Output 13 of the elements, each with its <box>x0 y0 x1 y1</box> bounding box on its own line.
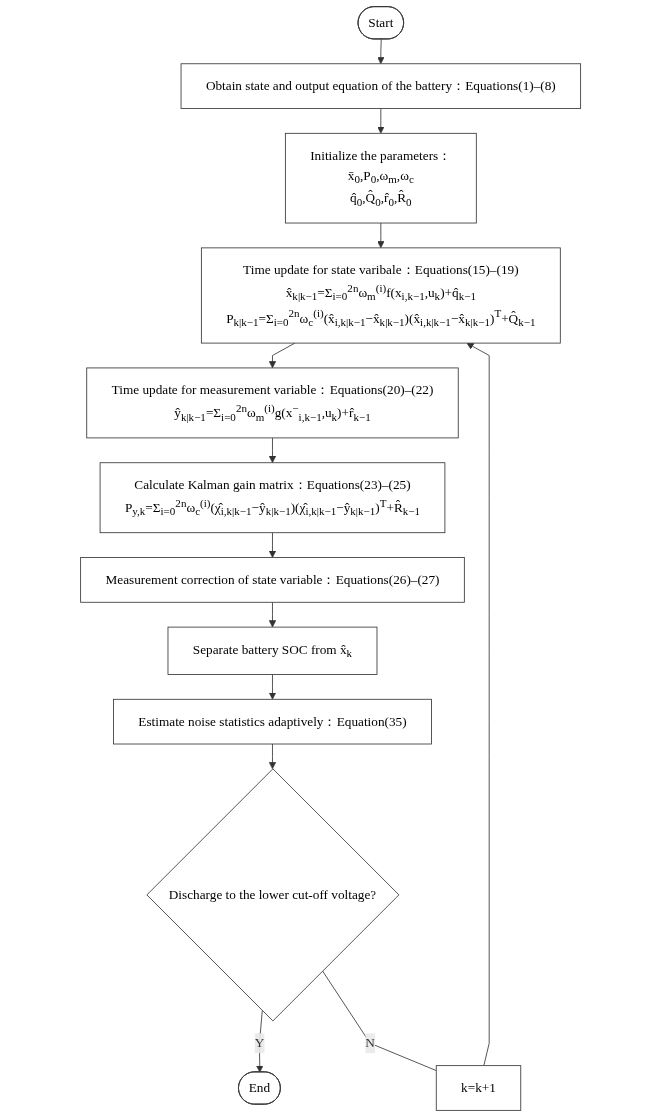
node-box: Time update for state varibale：Equations(15)–(19) x̂$_{k|k−1}$=Σ$_{i=0}$$^{2n}$ω$_{m}$$^{(i)}$f(x$_{i,k−1}$,u$_{k}$)+q̂$_{k−1}$ P$_{k|k−1}$=Σ$_{i=0}$$^{2n}$ω$_{c}$$^{(i)}$(x̂$_{i,k|k−1}$−x̂$_{k|k−1}$)(x̂$_{i,k|k−1}$−x̂$_{k|k−1}$)$^{T}$+Q̂$_{k−1}$ <box>201 247 562 344</box>
edge-label: N <box>365 1035 376 1050</box>
node-box: Calculate Kalman gain matrix：Equations(23)–(25) P$_{y,k}$=Σ$_{i=0}$$^{2n}$ω$_{c}$$^{(i)}$(χ̂$_{i,k|k−1}$−ŷ$_{k|k−1}$)(χ̂$_{i,k|k−1}$−ŷ$_{k|k−1}$)$^{T}$+R̂$_{k−1}$ <box>100 462 446 534</box>
node-box: Measurement correction of state variable：Equations(26)–(27) <box>80 557 466 603</box>
node-box: k=k+1 <box>436 1065 522 1111</box>
node-box: Time update for measurement variable：Equations(20)–(22) ŷ$_{k|k−1}$=Σ$_{i=0}$$^{2n}$ω$_{m}$$^{(i)}$g(x$^{−}$$_{i,k−1}$,u$_{k}$)+r̂$_{k−1}$ <box>86 367 460 439</box>
connector <box>322 970 438 1071</box>
node-box: Separate battery SOC from x̂$_{k}$ <box>167 626 378 675</box>
node-box: Initialize the parameters： x̄$_{0}$,P$_{0}$,ω$_{m}$,ω$_{c}$ q̂$_{0}$,Q̂$_{0}$,r̂$_{0}$,R̂$_{0}$ <box>285 132 478 224</box>
node-box: Estimate noise statistics adaptively：Equation(35) <box>113 698 433 745</box>
node-diamond: Discharge to the lower cut-off voltage? <box>146 768 400 1022</box>
node-box: Obtain state and output equation of the battery：Equations(1)–(8) <box>181 63 582 109</box>
edge-label: Y <box>255 1035 265 1050</box>
